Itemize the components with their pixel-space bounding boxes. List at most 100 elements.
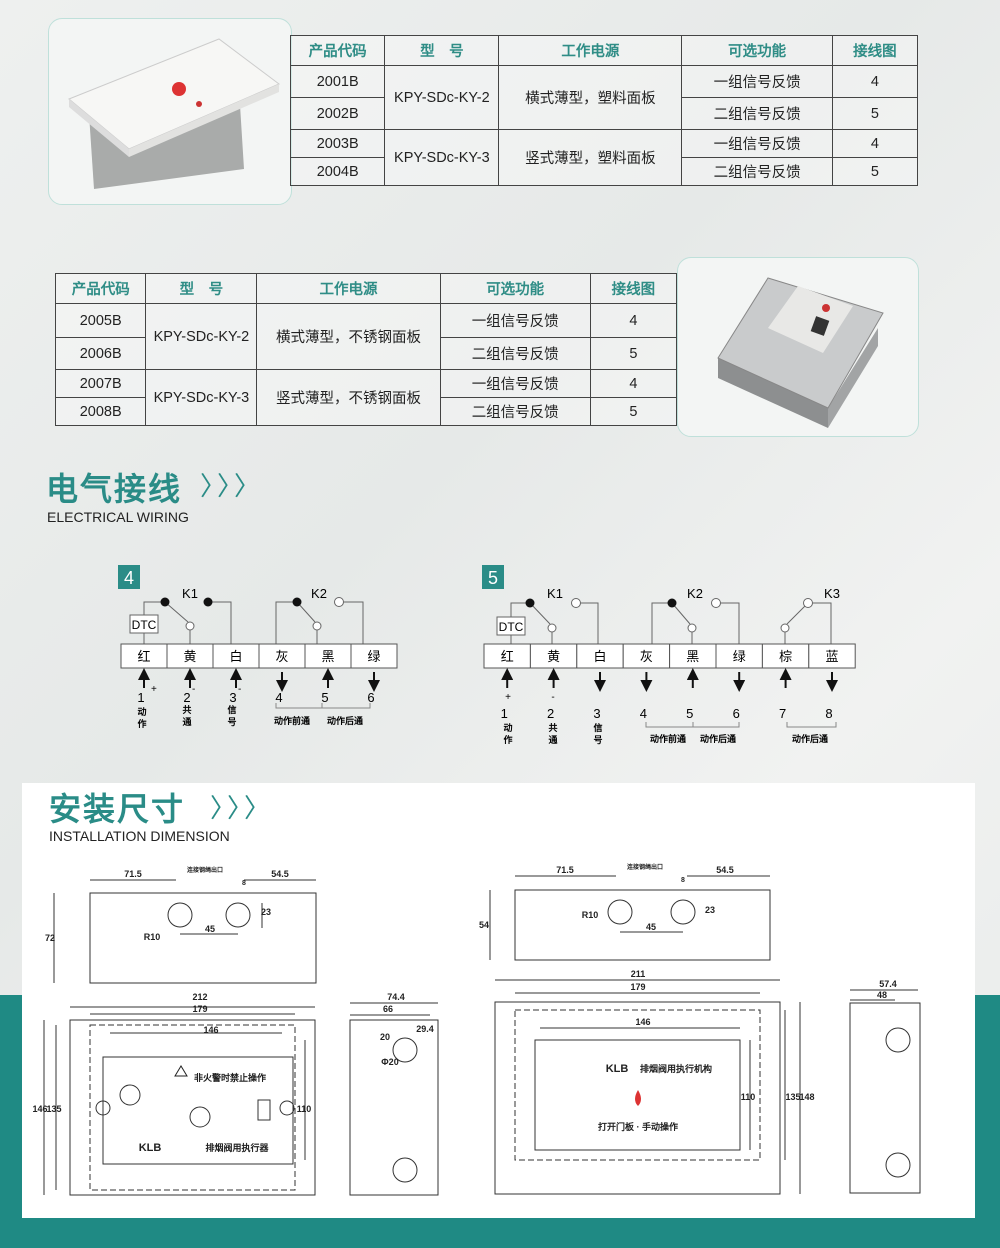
dim-label: 45	[646, 922, 656, 932]
dim-label: 211	[631, 969, 646, 979]
table-row: 2004B 二组信号反馈 5	[289, 157, 919, 186]
contact-open-icon	[571, 598, 581, 608]
terminal-number: 6	[367, 690, 374, 705]
dim-label: R10	[582, 910, 599, 920]
cable-hole-icon	[225, 902, 251, 928]
dim-label: 29.4	[416, 1024, 434, 1034]
front-panel	[534, 1039, 741, 1151]
front-view-outline	[494, 1001, 781, 1195]
terminal-number: 4	[275, 690, 282, 705]
terminal-number: 2	[183, 690, 190, 705]
dim-label: 146	[635, 1017, 650, 1027]
cable-hole-icon	[167, 902, 193, 928]
terminal-cell	[715, 643, 763, 669]
polarity-sign: +	[505, 692, 511, 703]
label-front-on: 动作前通	[274, 715, 310, 726]
product-name: 排烟阀用执行器	[205, 1142, 269, 1153]
contact-closed-icon	[667, 598, 677, 608]
relay-label-k1: K1	[182, 586, 198, 601]
terminal-number: 6	[733, 706, 740, 721]
terminal-color-label: 黑	[686, 649, 699, 664]
product-code: 2004B	[289, 157, 386, 186]
label-char: 通	[182, 716, 191, 727]
table-row: 2001B KPY-SDc-KY-2 横式薄型，塑料面板 一组信号反馈 4	[289, 65, 919, 130]
dim-label: 8	[242, 880, 246, 887]
relay-label-k1: K1	[547, 586, 563, 601]
terminal-number: 5	[686, 706, 693, 721]
terminal-color-label: 绿	[733, 649, 746, 664]
function: 一组信号反馈	[439, 303, 591, 338]
wiring-title-en: ELECTRICAL WIRING	[47, 509, 189, 525]
dim-label: 72	[45, 933, 55, 943]
wiring-ref: 5	[831, 97, 919, 130]
label-char: 共	[182, 704, 191, 715]
terminal-color-label: 黑	[321, 649, 334, 664]
power: 竖式薄型，塑料面板	[498, 129, 683, 186]
install-title-en: INSTALLATION DIMENSION	[49, 828, 230, 844]
dim-label: 45	[205, 924, 215, 934]
contact-closed-icon	[203, 597, 213, 607]
terminal-cell	[212, 643, 260, 669]
dim-label: 20	[380, 1032, 390, 1042]
dim-label: 179	[630, 982, 645, 992]
label-back-on: 动作后通	[327, 715, 363, 726]
product-code: 2003B	[289, 129, 386, 158]
label-back-on: 动作后通	[792, 733, 828, 744]
function: 二组信号反馈	[681, 97, 833, 130]
contact-open-icon	[711, 598, 721, 608]
front-panel	[102, 1056, 294, 1165]
function: 一组信号反馈	[439, 369, 591, 398]
terminal-cell	[304, 643, 352, 669]
label-char: 作	[137, 718, 146, 729]
dtc-box	[129, 614, 159, 634]
power: 横式薄型，塑料面板	[498, 65, 683, 130]
wiring-ref: 5	[831, 157, 919, 186]
wiring-title-cn: 电气接线	[46, 470, 183, 508]
contact-closed-icon	[160, 597, 170, 607]
product-photo-plastic	[48, 18, 292, 205]
label-char: 共	[548, 722, 557, 733]
chevrons-icon: 〉〉〉	[210, 793, 275, 823]
diagram-number-badge	[118, 565, 140, 589]
terminal-number: 3	[229, 690, 236, 705]
dim-label: R10	[144, 932, 161, 942]
dimension-drawing-horizontal	[43, 879, 439, 1196]
terminal-color-label: 棕	[779, 649, 792, 664]
function: 二组信号反馈	[439, 397, 591, 426]
label-char: 号	[227, 717, 236, 727]
terminal-number: 4	[640, 706, 647, 721]
wiring-diagram-5: 5 K1 K2 K3 DTC	[482, 565, 856, 745]
dim-label: 146	[32, 1104, 47, 1114]
diagram-number-badge	[482, 565, 504, 589]
label-char: 动	[503, 723, 512, 733]
col-header: 工作电源	[256, 273, 441, 304]
relay-label-k2: K2	[311, 586, 327, 601]
power: 竖式薄型，不锈钢面板	[256, 369, 441, 426]
dim-label: 135	[785, 1092, 800, 1102]
terminal-color-label: 红	[137, 649, 150, 664]
contact-open-icon	[312, 621, 322, 631]
terminal-number: 1	[137, 690, 144, 705]
product-photo-stainless	[677, 257, 919, 437]
terminal-color-label: 黄	[183, 649, 196, 664]
terminal-number: 1	[501, 706, 508, 721]
model: KPY-SDc-KY-2	[384, 65, 500, 130]
terminal-color-label: 灰	[275, 649, 288, 664]
dim-label: 连接钢绳出口	[187, 866, 223, 874]
dim-label: 71.5	[556, 865, 574, 875]
installation-panel	[22, 783, 975, 1218]
install-title-cn: 安装尺寸	[49, 790, 186, 828]
terminal-color-label: 灰	[640, 649, 653, 664]
terminal-color-label: 红	[501, 649, 514, 664]
terminal-cell	[669, 643, 717, 669]
col-header: 接线图	[831, 35, 919, 66]
terminal-cell	[258, 643, 306, 669]
dim-label: 110	[741, 1092, 756, 1102]
table-row: 2003B KPY-SDc-KY-3 竖式薄型，塑料面板 一组信号反馈 4	[289, 129, 919, 186]
table-row: 2008B 二组信号反馈 5	[54, 397, 678, 426]
dim-label: 23	[705, 905, 715, 915]
table-row: 2007B KPY-SDc-KY-3 竖式薄型，不锈钢面板 一组信号反馈 4	[54, 369, 678, 426]
